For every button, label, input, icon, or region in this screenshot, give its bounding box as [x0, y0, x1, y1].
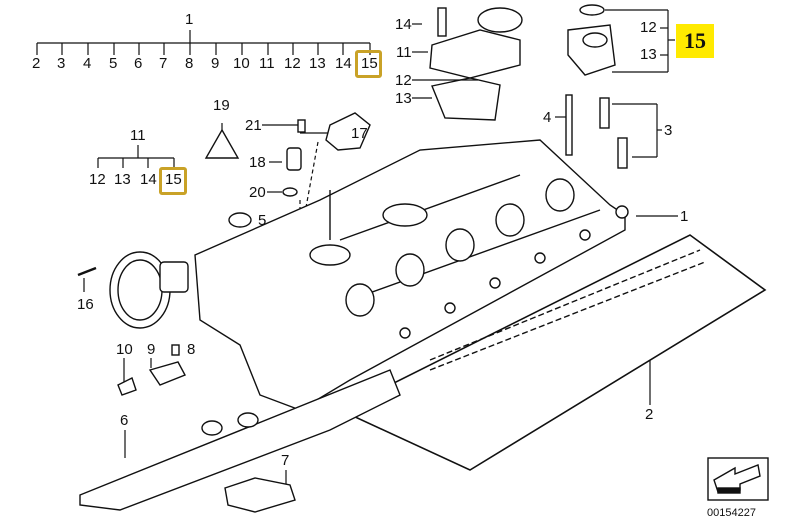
- pressure-valve-part: [567, 24, 616, 76]
- callout-2[interactable]: 2: [645, 406, 654, 423]
- callout-13[interactable]: 13: [395, 90, 412, 107]
- tree-child-label[interactable]: 10: [233, 55, 250, 72]
- tree-child-label[interactable]: 15: [361, 55, 378, 72]
- callout-8[interactable]: 8: [187, 341, 196, 358]
- callout-11[interactable]: 11: [396, 44, 412, 61]
- callout-14[interactable]: 14: [395, 16, 412, 33]
- tree-child-label[interactable]: 12: [284, 55, 301, 72]
- left-tree-child-label[interactable]: 15: [165, 171, 182, 188]
- tree-parent-label[interactable]: 1: [185, 11, 194, 28]
- bolt-part: [171, 344, 180, 356]
- callout-3[interactable]: 3: [664, 122, 673, 139]
- heat-shield-part: [79, 369, 401, 511]
- glow-plug-part: [565, 94, 573, 156]
- callout-20[interactable]: 20: [249, 184, 266, 201]
- callout-16[interactable]: 16: [77, 296, 94, 313]
- callout-6[interactable]: 6: [120, 412, 129, 429]
- bolt-14-part: [437, 7, 447, 37]
- sensor-part: [286, 147, 302, 171]
- tree-child-label[interactable]: 8: [185, 55, 194, 72]
- callout-5[interactable]: 5: [258, 212, 267, 229]
- left-tree-child-label[interactable]: 14: [140, 171, 157, 188]
- badge-child-label[interactable]: 13: [640, 46, 657, 63]
- plate-part: [148, 361, 186, 386]
- tree-child-label[interactable]: 2: [32, 55, 41, 72]
- screw-part: [297, 119, 306, 133]
- callout-1[interactable]: 1: [680, 208, 689, 225]
- oil-separator-part: [429, 29, 521, 79]
- tree-child-label[interactable]: 11: [259, 55, 275, 72]
- left-tree-child-label[interactable]: 13: [114, 171, 131, 188]
- bolt-3a-part: [599, 97, 610, 129]
- callout-17[interactable]: 17: [351, 125, 368, 142]
- tree-child-label[interactable]: 3: [57, 55, 66, 72]
- tree-child-label[interactable]: 6: [134, 55, 143, 72]
- tree-child-label[interactable]: 7: [159, 55, 168, 72]
- callout-9[interactable]: 9: [147, 341, 156, 358]
- ring-part: [282, 187, 298, 197]
- oil-cap-part: [325, 112, 371, 151]
- tree-child-label[interactable]: 4: [83, 55, 92, 72]
- callout-12[interactable]: 12: [395, 72, 412, 89]
- left-tree-highlight: [159, 167, 187, 195]
- tree-child-label[interactable]: 5: [109, 55, 118, 72]
- callout-19[interactable]: 19: [213, 97, 230, 114]
- tree-ticks: [36, 43, 371, 55]
- highlight-badge[interactable]: 15: [676, 24, 714, 58]
- gasket-part: [338, 234, 767, 471]
- cap-part: [228, 212, 252, 228]
- top-tree-highlight: [355, 50, 382, 78]
- warning-triangle-part: [204, 128, 240, 159]
- callout-4[interactable]: 4: [543, 109, 552, 126]
- bolt-3b-part: [617, 137, 628, 169]
- badge-child-label[interactable]: 12: [640, 19, 657, 36]
- clip-part: [117, 377, 137, 396]
- left-tree-parent-label[interactable]: 11: [130, 127, 146, 144]
- tree-child-label[interactable]: 9: [211, 55, 220, 72]
- left-tree-child-label[interactable]: 12: [89, 171, 106, 188]
- callout-10[interactable]: 10: [116, 341, 133, 358]
- tree-child-label[interactable]: 13: [309, 55, 326, 72]
- callout-21[interactable]: 21: [245, 117, 262, 134]
- bracket-part: [224, 477, 296, 513]
- callout-7[interactable]: 7: [281, 452, 290, 469]
- drawing-number: 00154227: [707, 507, 756, 519]
- tree-child-label[interactable]: 14: [335, 55, 352, 72]
- part-illustrations: [77, 4, 769, 513]
- callout-18[interactable]: 18: [249, 154, 266, 171]
